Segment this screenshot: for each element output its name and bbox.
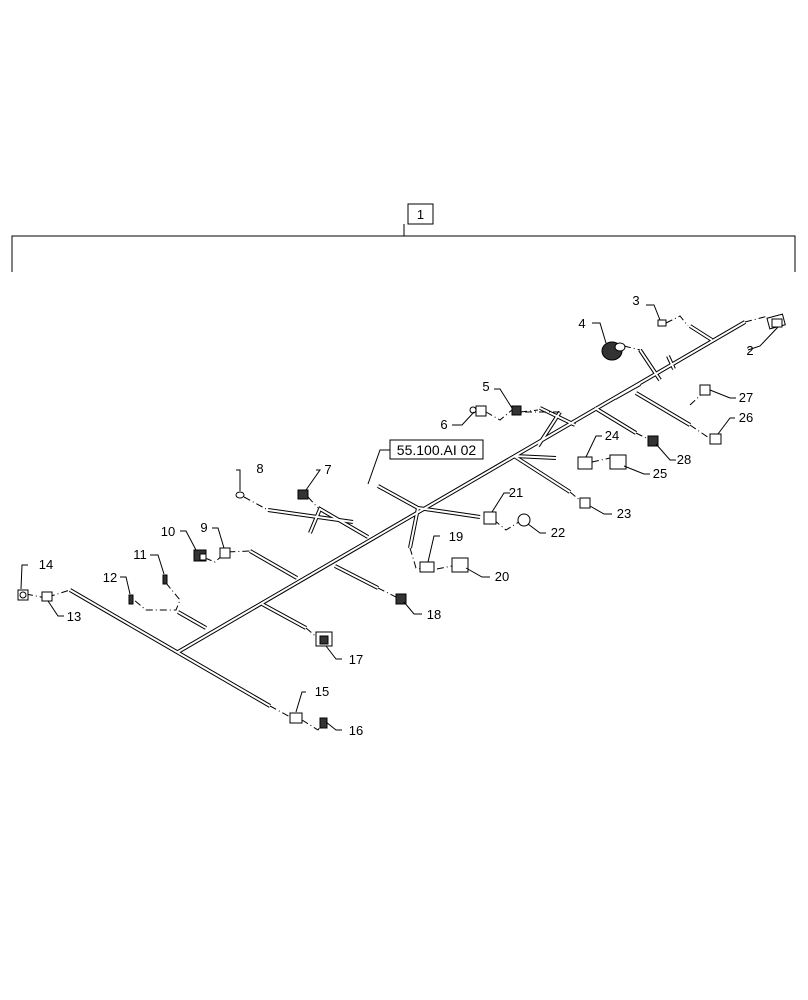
connector-27[interactable]: [699, 384, 711, 396]
cable-core: [177, 611, 207, 629]
cable-core: [334, 565, 379, 589]
connector-25[interactable]: [609, 454, 627, 470]
callout-11: 11: [133, 547, 147, 562]
cable-core: [689, 325, 713, 341]
connector-12[interactable]: [128, 594, 134, 605]
harness-cables: [68, 320, 747, 708]
connector-4[interactable]: [601, 341, 626, 361]
connector-3[interactable]: [657, 319, 667, 327]
connector-11[interactable]: [162, 574, 168, 585]
assembly-callout: 1: [417, 207, 424, 222]
callout-20: 20: [495, 569, 509, 584]
connector-7[interactable]: [297, 489, 309, 500]
cable-core: [417, 507, 481, 518]
callout-2: 2: [746, 343, 753, 358]
callout-8: 8: [256, 461, 263, 476]
connector-21[interactable]: [483, 511, 497, 525]
cable-core: [537, 411, 561, 447]
connector-17[interactable]: [315, 631, 333, 647]
connector-14[interactable]: [17, 589, 29, 601]
cable-core: [594, 407, 637, 434]
callout-10: 10: [161, 524, 175, 539]
connector-22[interactable]: [517, 513, 531, 527]
cable-core: [539, 407, 576, 426]
callout-4: 4: [578, 316, 585, 331]
callout-27: 27: [739, 390, 753, 405]
callout-9: 9: [200, 520, 207, 535]
cable-core: [614, 383, 641, 399]
cable-core: [635, 392, 691, 426]
reference-link[interactable]: 55.100.AI 02: [367, 439, 484, 485]
callout-6: 6: [440, 417, 447, 432]
connector-8[interactable]: [235, 491, 245, 499]
callout-28: 28: [677, 452, 691, 467]
callout-25: 25: [653, 466, 667, 481]
connector-19[interactable]: [419, 561, 435, 573]
connector-5[interactable]: [511, 405, 522, 416]
connector-9[interactable]: [219, 547, 231, 559]
callout-18: 18: [427, 607, 441, 622]
connector-26[interactable]: [709, 433, 722, 445]
cable-core: [639, 349, 661, 381]
connector-13[interactable]: [41, 591, 53, 602]
callout-17: 17: [349, 652, 363, 667]
callout-24: 24: [605, 428, 619, 443]
cable-core: [69, 589, 271, 707]
callout-14: 14: [39, 557, 53, 572]
callout-16: 16: [349, 723, 363, 738]
callout-3: 3: [632, 293, 639, 308]
cable-core: [409, 507, 419, 549]
cable-core: [309, 507, 369, 538]
cable-core: [267, 509, 354, 523]
callout-21: 21: [509, 485, 523, 500]
leader-lines: [20, 304, 779, 731]
reference-label: 55.100.AI 02: [397, 442, 477, 458]
connector-10[interactable]: [193, 549, 207, 562]
cable-core: [513, 455, 571, 493]
cable-core: [377, 485, 419, 509]
callout-15: 15: [315, 684, 329, 699]
callout-labels: 2 3 4 5 6 7 8 9 10 11 12 13 14 15 16 17 …: [39, 293, 754, 738]
callout-12: 12: [103, 570, 117, 585]
callout-26: 26: [739, 410, 753, 425]
connector-23[interactable]: [579, 497, 591, 509]
connector-15[interactable]: [289, 712, 303, 724]
connector-16[interactable]: [319, 717, 328, 729]
cable-core: [667, 355, 675, 370]
connector-24[interactable]: [577, 456, 593, 470]
connector-20[interactable]: [451, 557, 469, 573]
callout-22: 22: [551, 525, 565, 540]
callout-7: 7: [324, 462, 331, 477]
callout-5: 5: [482, 379, 489, 394]
cable-core: [177, 321, 746, 653]
connector-28[interactable]: [647, 435, 659, 447]
cable-core: [249, 550, 298, 579]
connector-2[interactable]: [766, 313, 786, 330]
connector-18[interactable]: [395, 593, 407, 605]
callout-23: 23: [617, 506, 631, 521]
assembly-bracket: 1: [11, 203, 796, 272]
connectors: [17, 313, 786, 729]
cable-core: [513, 455, 557, 459]
connector-6[interactable]: [469, 405, 487, 417]
cable-core: [261, 603, 307, 629]
callout-19: 19: [449, 529, 463, 544]
callout-13: 13: [67, 609, 81, 624]
